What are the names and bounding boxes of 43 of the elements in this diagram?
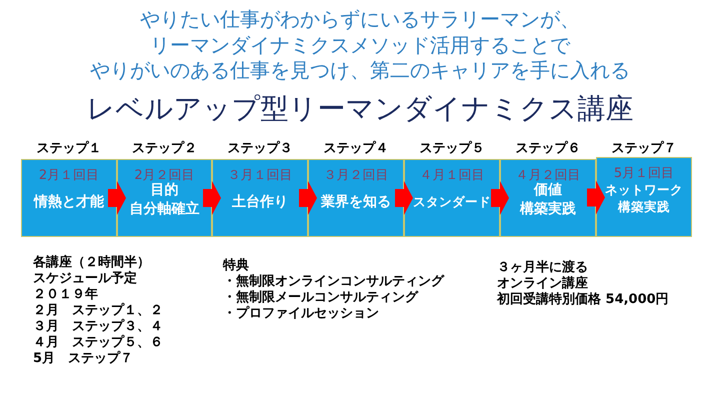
step-title: ネットワーク構築実践 — [605, 180, 683, 216]
step-label: ステップ２ — [132, 140, 197, 158]
step-title: 業界を知る — [321, 192, 391, 212]
schedule-text: スケジュール予定 — [33, 271, 137, 287]
course-info-text: 初回受講特別価格 54,000円 — [497, 292, 669, 308]
arrow — [491, 181, 509, 215]
step-label: ステップ４ — [324, 140, 388, 158]
arrow — [299, 181, 317, 215]
step-title: 価値構築実践 — [520, 181, 576, 219]
course-info-text: オンライン講座 — [497, 276, 588, 292]
arrow — [108, 181, 126, 215]
step-title: 情熱と才能 — [34, 192, 104, 212]
schedule-text: 5月 ステップ７ — [33, 351, 134, 367]
schedule-text: 各講座（２時間半） — [33, 255, 150, 270]
date-label: 2月２回目 — [134, 168, 195, 183]
date-label: ３月１回目 — [228, 168, 292, 184]
arrow — [395, 181, 413, 215]
step-label: ステップ５ — [420, 140, 484, 158]
step-title: スタンダード — [413, 193, 491, 211]
step-label: ステップ７ — [612, 140, 676, 158]
step-title: 目的自分軸確立 — [130, 181, 200, 219]
date-label: 5月１回目 — [614, 166, 674, 182]
step-label: ステップ６ — [516, 140, 580, 158]
benefit-item: ・無制限オンラインコンサルティング — [223, 274, 444, 290]
step-label: ステップ３ — [228, 140, 292, 158]
date-label: ３月２回目 — [324, 168, 388, 184]
arrow — [587, 180, 605, 214]
schedule-text: ３月 ステップ３、４ — [33, 319, 163, 334]
step-label: ステップ１ — [36, 140, 102, 158]
course-info-text: ３ヶ月半に渡る — [497, 260, 588, 276]
date-label: ４月２回目 — [516, 168, 580, 183]
course-title: レベルアップ型リーマンダイナミクス講座 — [86, 91, 634, 127]
schedule-text: ２０１９年 — [33, 287, 98, 303]
arrow — [203, 181, 221, 215]
benefit-heading: 特典 — [223, 258, 249, 274]
tagline: やりたい仕事がわからずにいるサラリーマンが、リーマンダイナミクスメソッド活用することでやりがいのある仕事を見つけ、第二のキャリアを手に入れる — [90, 7, 630, 84]
date-label: ４月１回目 — [420, 168, 484, 184]
schedule-text: ４月 ステップ５、６ — [33, 335, 163, 350]
benefit-item: ・プロファイルセッション — [223, 306, 379, 322]
date-label: 2月１回目 — [38, 168, 100, 184]
step-title: 土台作り — [232, 192, 288, 212]
benefit-item: ・無制限メールコンサルティング — [223, 290, 418, 306]
schedule-text: ２月 ステップ１、２ — [33, 303, 163, 318]
